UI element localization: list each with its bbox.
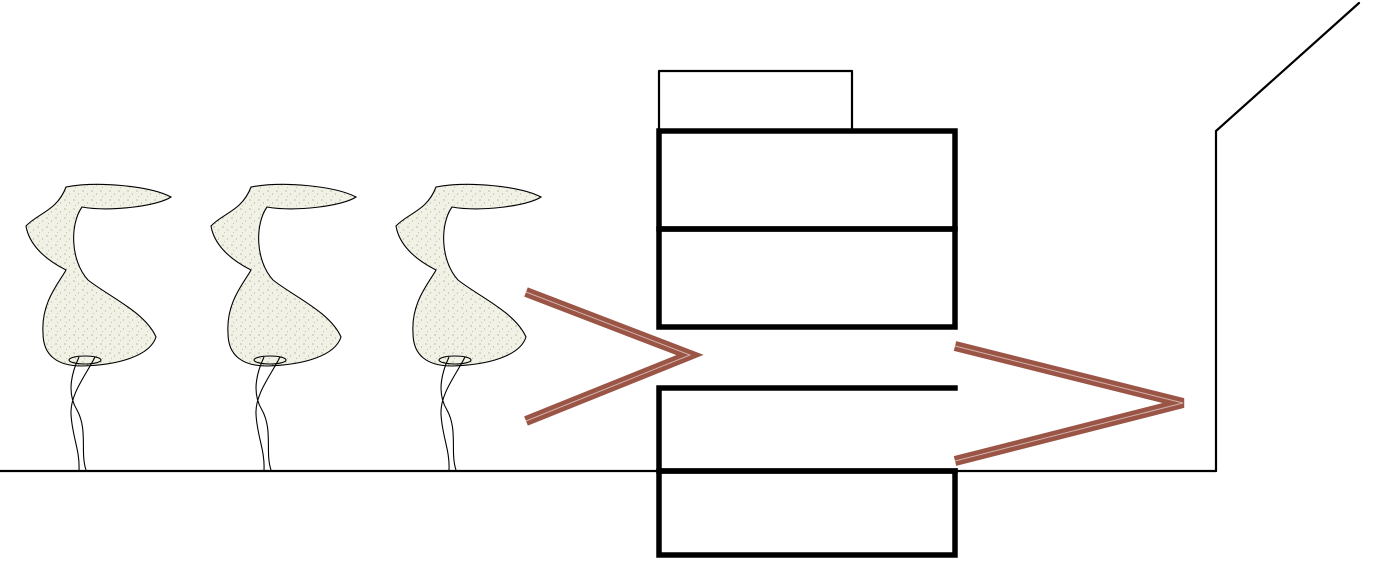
chevron-right-icon	[953, 341, 1185, 466]
trees-group	[25, 183, 543, 471]
floor-lower-basement	[656, 468, 958, 558]
chevron-highlight	[954, 345, 1184, 462]
wall-outline	[1214, 1, 1361, 473]
building-upper	[656, 69, 958, 330]
tree-trunk	[440, 356, 466, 471]
building-lower	[656, 385, 958, 558]
tree-2	[210, 183, 358, 471]
tree-3	[395, 183, 543, 471]
chevron-highlight	[525, 291, 692, 422]
floor-upper-bottom	[656, 226, 958, 330]
roof-box	[657, 69, 854, 132]
tree-foliage	[210, 183, 358, 367]
tree-ring	[68, 355, 102, 365]
tree-1	[25, 183, 173, 471]
tree-ring	[438, 355, 472, 365]
arrow-left	[524, 287, 704, 426]
chevron-right-icon	[524, 287, 704, 426]
floor-upper-top	[656, 128, 958, 232]
tree-ring	[253, 355, 287, 365]
floor-lower-top	[656, 385, 958, 474]
tree-foliage	[395, 183, 543, 367]
tree-trunk	[70, 356, 96, 471]
tree-foliage	[25, 183, 173, 367]
arrow-right	[953, 341, 1185, 466]
tree-trunk	[255, 356, 281, 471]
